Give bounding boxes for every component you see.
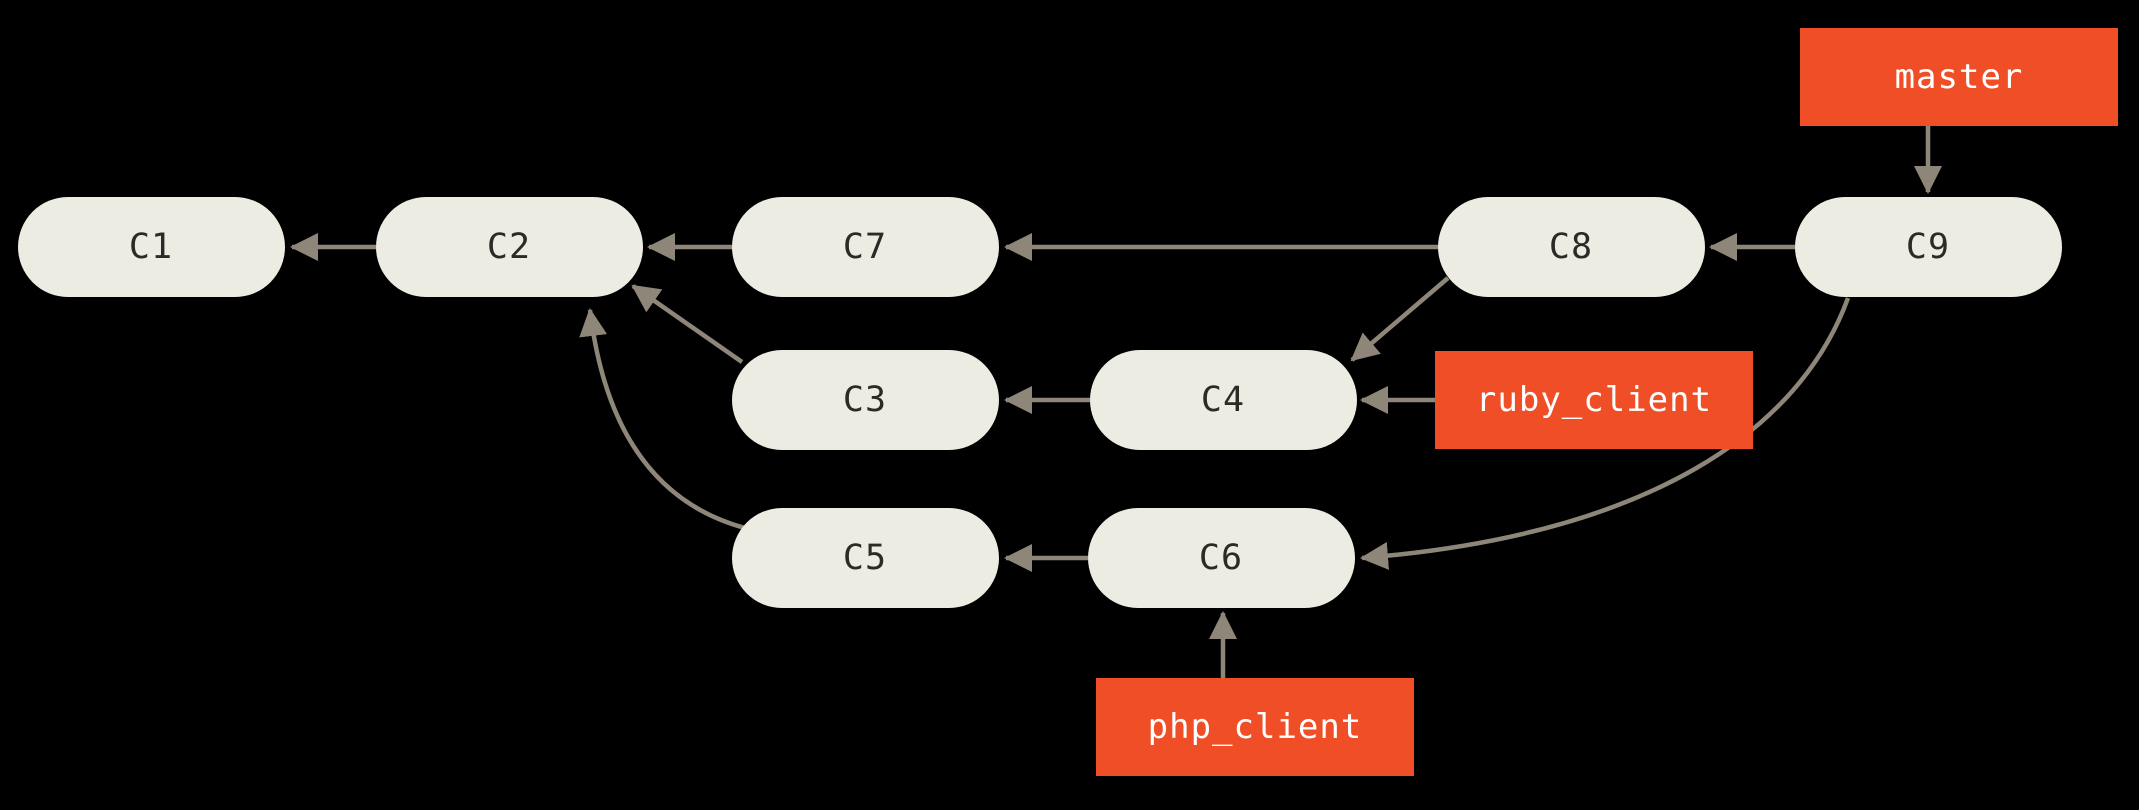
commit-nodes-group: C1 C2 C7 C8 C9 C3 [18, 197, 2062, 608]
commit-pill [1795, 197, 2062, 297]
commit-label: C9 [1906, 227, 1950, 267]
commit-node-c9: C9 [1795, 197, 2062, 297]
commit-label: C2 [487, 227, 531, 267]
commit-node-c1: C1 [18, 197, 285, 297]
branch-name: master [1895, 57, 2024, 97]
commit-pill [1090, 350, 1357, 450]
edge-c9-c6 [1360, 297, 1851, 570]
edge-c8-c4 [1350, 276, 1450, 362]
edge-c5-c2 [579, 308, 746, 531]
branch-name: php_client [1148, 707, 1363, 747]
commit-node-c6: C6 [1088, 508, 1355, 608]
branch-label-master: master [1800, 28, 2118, 126]
branch-name: ruby_client [1476, 380, 1712, 420]
commit-pill [1438, 197, 1705, 297]
commit-label: C3 [843, 380, 887, 420]
commit-node-c5: C5 [732, 508, 999, 608]
commit-node-c7: C7 [732, 197, 999, 297]
commit-node-c2: C2 [376, 197, 643, 297]
edge-c3-c2 [631, 284, 744, 364]
commit-label: C4 [1201, 380, 1245, 420]
branch-rect [1096, 678, 1414, 776]
commit-pill [1088, 508, 1355, 608]
commit-pill [732, 197, 999, 297]
commit-pill [732, 350, 999, 450]
commit-pill [18, 197, 285, 297]
commit-node-c8: C8 [1438, 197, 1705, 297]
commit-node-c3: C3 [732, 350, 999, 450]
commit-label: C6 [1199, 538, 1243, 578]
branch-rect [1800, 28, 2118, 126]
commit-node-c4: C4 [1090, 350, 1357, 450]
edges-group [290, 126, 1942, 678]
branch-labels-group: master ruby_client php_client [1096, 28, 2118, 776]
commit-pill [376, 197, 643, 297]
branch-rect [1435, 351, 1753, 449]
commit-label: C7 [843, 227, 887, 267]
branch-label-ruby-client: ruby_client [1435, 351, 1753, 449]
commit-label: C5 [843, 538, 887, 578]
commit-pill [732, 508, 999, 608]
commit-label: C1 [129, 227, 173, 267]
commit-label: C8 [1549, 227, 1593, 267]
branch-label-php-client: php_client [1096, 678, 1414, 776]
